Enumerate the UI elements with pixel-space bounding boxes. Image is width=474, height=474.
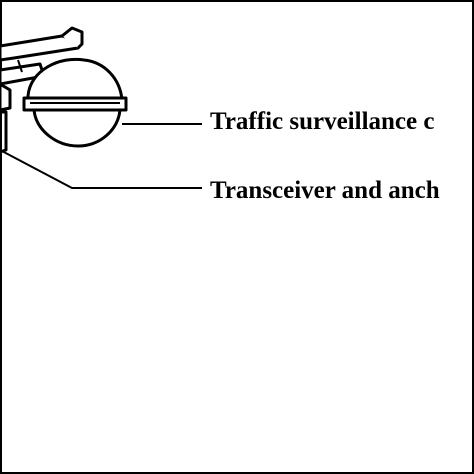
transceiver-label: Transceiver and anch — [210, 177, 440, 204]
surveillance-camera-icon — [0, 26, 128, 154]
camera-label: Traffic surveillance c — [210, 108, 435, 135]
leader-line-anchor — [0, 149, 202, 189]
